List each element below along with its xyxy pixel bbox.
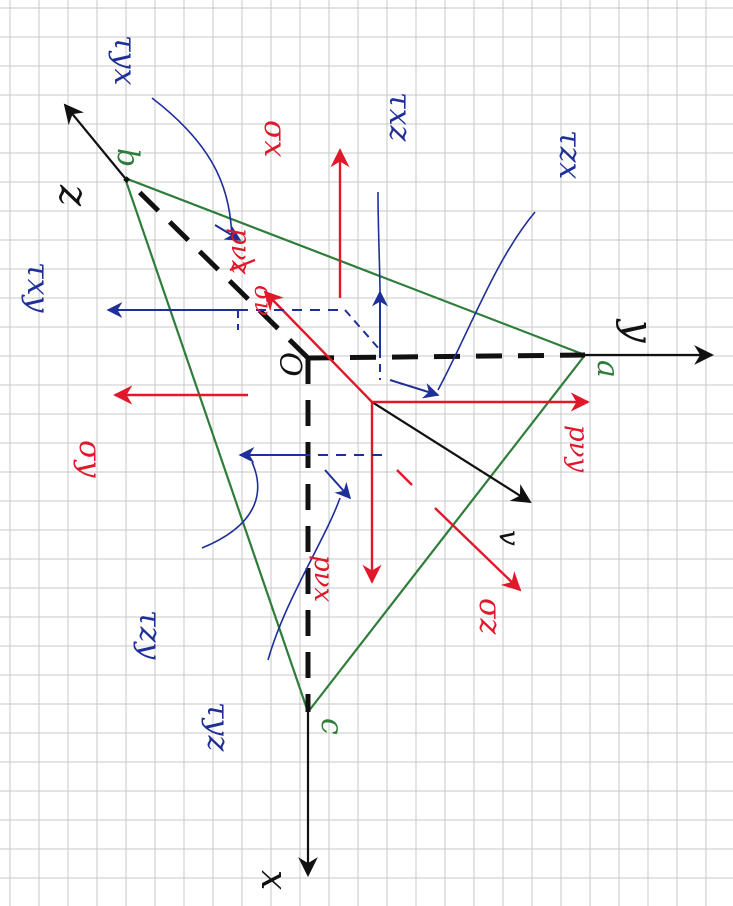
tau-xy-label: τxy (20, 262, 55, 314)
axis-y-label: y (615, 318, 661, 344)
edge-o-a (307, 352, 586, 361)
edge-b-c (123, 177, 310, 713)
normal-vector (371, 401, 532, 504)
sigma-nu-label: σν (249, 285, 277, 316)
leader-tau-yz (267, 497, 341, 661)
p-nu-z-tick (229, 258, 256, 272)
tau-zy-label: τzy (132, 610, 167, 660)
p-nu-z-label: pνz (225, 228, 255, 274)
leader-tau-zx (437, 211, 536, 391)
origin-label: O (272, 352, 307, 377)
p-nu-x-label: pνx (308, 555, 338, 602)
tau-xz-label: τxz (382, 92, 417, 142)
normal-stresses (113, 148, 590, 592)
leader-tau-zy (201, 461, 259, 549)
p-nu-y-label: pνy (563, 425, 593, 472)
axis-z-label: z (50, 184, 96, 207)
sigma-z-label: σz (472, 598, 507, 634)
edge-o-b (123, 176, 310, 360)
leader-tau-yx (151, 97, 233, 239)
vertex-c-label: c (314, 718, 349, 735)
tau-zx-label: τzx (552, 130, 587, 179)
tau-zx-dash (344, 309, 381, 351)
tau-zx-line (389, 379, 440, 399)
leader-tau-xz (377, 191, 381, 293)
sigma-x-label: σx (257, 120, 292, 157)
tau-yx-label: τyx (107, 35, 142, 86)
normal-label: v (493, 530, 526, 546)
vertex-a-label: a (590, 360, 625, 378)
edge-a-c (307, 354, 586, 713)
leader-lines (151, 97, 536, 661)
sigma-z-arrow (434, 507, 522, 592)
shear-stresses (106, 224, 440, 500)
axis-z-line (63, 103, 126, 179)
sigma-z-stub (396, 469, 413, 486)
sigma-y-label: σy (72, 440, 107, 478)
labels: z y x O a b c v σx σy σz σν pνx pνy pνz … (20, 35, 661, 890)
vertex-b-label: b (110, 148, 145, 167)
axis-x-label: x (253, 870, 294, 890)
tau-xy-line (214, 224, 242, 241)
coordinate-axes (63, 103, 714, 877)
tetrahedron-edges (123, 176, 586, 713)
tau-yz-line (324, 469, 352, 500)
tau-yz-label: τyz (200, 702, 235, 752)
hidden-edges (123, 176, 586, 712)
edge-b-a (124, 176, 586, 357)
